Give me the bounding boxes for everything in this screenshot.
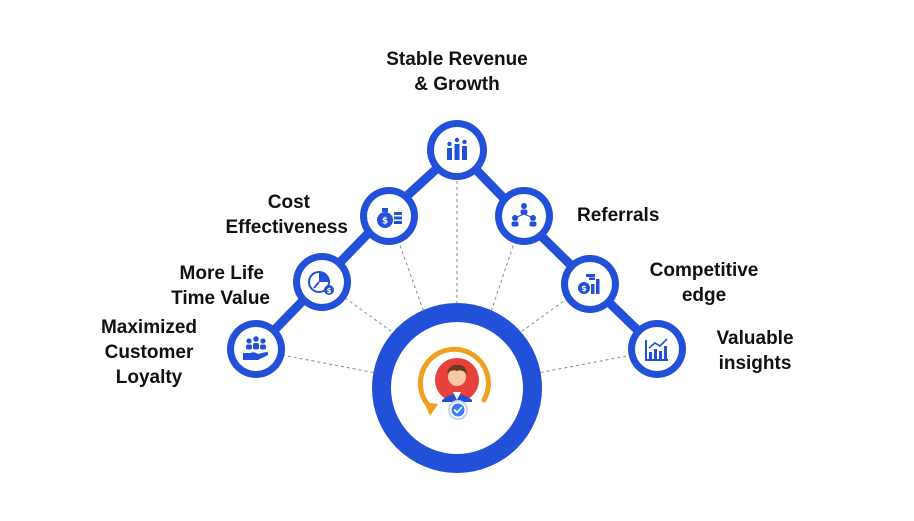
- money-bag-icon: $: [377, 208, 402, 228]
- label-line: Effectiveness: [225, 217, 348, 238]
- label-cost-effectiveness: Cost Effectiveness: [180, 190, 348, 240]
- label-line: edge: [681, 285, 727, 306]
- pie-clock-icon: $: [308, 271, 334, 295]
- label-valuable-insights: Valuable insights: [700, 326, 810, 376]
- network-people-icon: [511, 203, 537, 227]
- node-stable-revenue-growth: [427, 120, 487, 180]
- label-line: insights: [718, 353, 792, 374]
- connector-referrals: [489, 239, 516, 316]
- label-line: Stable Revenue: [386, 49, 528, 70]
- label-line: Valuable: [716, 328, 794, 349]
- line-chart-icon: [645, 338, 668, 361]
- hub: [372, 303, 542, 473]
- label-line: Customer: [104, 342, 194, 363]
- connector-insights: [537, 354, 633, 374]
- connector-cost: [397, 239, 426, 316]
- label-line: Referrals: [577, 205, 660, 226]
- svg-text:$: $: [327, 287, 332, 295]
- node-referrals: [495, 187, 553, 245]
- dashed-connectors: [281, 175, 633, 374]
- bar-chart-icon: [447, 137, 467, 160]
- svg-text:$: $: [581, 284, 587, 293]
- connector-lifetime: [344, 297, 396, 335]
- label-line: Competitive: [649, 260, 759, 281]
- node-competitive-edge: $: [561, 255, 619, 313]
- node-maximized-customer-loyalty: [227, 320, 285, 378]
- money-growth-icon: $: [578, 274, 600, 294]
- label-more-life-time-value: More Life Time Value: [120, 261, 270, 311]
- label-line: Cost: [267, 192, 310, 213]
- label-maximized-customer-loyalty: Maximized Customer Loyalty: [82, 315, 216, 390]
- node-more-life-time-value: $: [293, 253, 351, 311]
- label-line: Time Value: [171, 288, 270, 309]
- connector-loyalty: [281, 354, 377, 374]
- label-stable-revenue-growth: Stable Revenue & Growth: [372, 47, 542, 97]
- label-line: Loyalty: [115, 367, 183, 388]
- connector-competitive: [517, 297, 569, 335]
- label-line: & Growth: [414, 74, 500, 95]
- label-line: Maximized: [100, 317, 198, 338]
- node-cost-effectiveness: $: [360, 187, 418, 245]
- hand-people-icon: [243, 336, 269, 360]
- label-line: More Life: [179, 263, 264, 284]
- svg-text:$: $: [382, 217, 388, 227]
- label-competitive-edge: Competitive edge: [632, 258, 776, 308]
- label-referrals: Referrals: [577, 203, 697, 228]
- customer-retention-icon: [417, 346, 491, 420]
- node-valuable-insights: [628, 320, 686, 378]
